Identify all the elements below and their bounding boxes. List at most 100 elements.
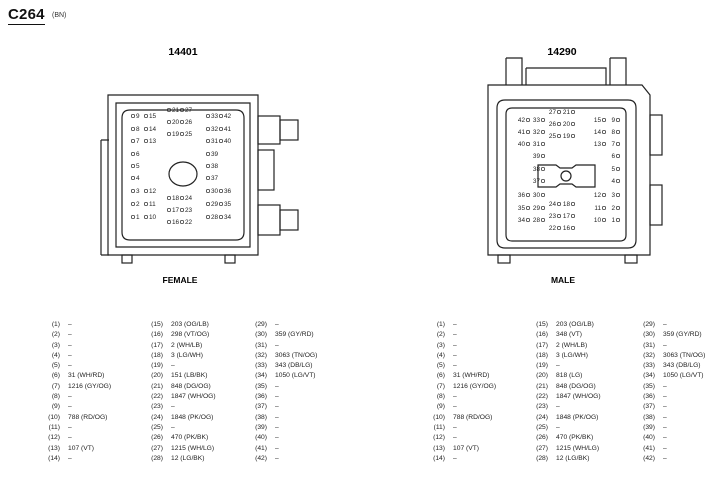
- pinout-circuit: –: [275, 403, 279, 411]
- pin-number: 37: [533, 178, 541, 185]
- pinout-circuit: 203 (OG/LB): [171, 321, 209, 328]
- pin-number: 6: [611, 153, 615, 160]
- pinout-cavity: (10): [433, 413, 445, 421]
- pinout-cavity: (10): [48, 413, 60, 421]
- pinout-cavity: (39): [255, 423, 267, 431]
- pinout-circuit: –: [663, 434, 667, 442]
- pinout-circuit: 343 (DB/LG): [663, 362, 701, 370]
- pin-contact: [205, 188, 211, 194]
- pinout-cavity: (13): [48, 444, 60, 452]
- pinout-row: (10)788 (RD/OG): [430, 413, 496, 423]
- pinout-cavity: (37): [643, 403, 655, 411]
- pinout-circuit: –: [663, 454, 667, 462]
- pinout-circuit: –: [663, 393, 667, 401]
- pinout-row: (33)343 (DB/LG): [640, 361, 705, 371]
- pinout-cavity: (42): [255, 454, 267, 462]
- pin-contact: [143, 214, 149, 220]
- pinout-row: (17)2 (WH/LB): [533, 341, 601, 351]
- pinout-circuit: 12 (LG/BK): [556, 454, 590, 462]
- pinout-row: (37)–: [252, 402, 317, 412]
- pinout-row: (37)–: [640, 402, 705, 412]
- pin-contact: [130, 138, 136, 144]
- pinout-cavity: (35): [643, 382, 655, 390]
- pinout-circuit: 151 (LB/BK): [171, 372, 208, 380]
- pinout-circuit: –: [453, 341, 457, 349]
- pinout-row: (12)–: [45, 433, 111, 443]
- pin-number: 33: [533, 117, 541, 124]
- pin-contact: [615, 153, 621, 159]
- pinout-row: (27)1215 (WH/LG): [148, 444, 216, 454]
- pin-number: 25: [185, 131, 193, 138]
- connector-color: (BN): [52, 12, 67, 19]
- pinout-circuit: –: [663, 341, 667, 349]
- pinout-row: (35)–: [640, 382, 705, 392]
- pinout-row: (42)–: [640, 454, 705, 464]
- pin-number: 10: [149, 214, 157, 221]
- pin-number: 19: [172, 131, 180, 138]
- pin-contact: [615, 217, 621, 223]
- pinout-row: (1)–: [45, 320, 111, 330]
- pin-number: 29: [211, 201, 219, 208]
- pin-contact: [205, 163, 211, 169]
- pin-number: 3: [611, 192, 615, 199]
- pin-contact: [556, 121, 562, 127]
- pin-number: 40: [518, 141, 526, 148]
- pin-number: 7: [136, 138, 140, 145]
- pinout-row: (11)–: [45, 423, 111, 433]
- pin-number: 32: [211, 126, 219, 133]
- pin-contact: [205, 175, 211, 181]
- right-pinout-column-3: (29)–(30)359 (GY/RD)(31)–(32)3063 (TN/OG…: [640, 320, 705, 464]
- pin-number: 4: [136, 175, 140, 182]
- pin-contact: [130, 113, 136, 119]
- pin-number: 22: [549, 225, 557, 232]
- pin-number: 9: [136, 113, 140, 120]
- pin-contact: [130, 214, 136, 220]
- pinout-cavity: (31): [643, 341, 655, 349]
- pinout-cavity: (19): [536, 362, 548, 370]
- pin-number: 28: [211, 214, 219, 221]
- pinout-cavity: (15): [151, 321, 163, 328]
- pinout-cavity: (8): [51, 393, 60, 401]
- pinout-circuit: –: [663, 403, 667, 411]
- pin-contact: [205, 151, 211, 157]
- pin-number: 39: [211, 151, 219, 158]
- pinout-row: (15)203 (OG/LB): [533, 320, 601, 330]
- pin-number: 36: [518, 192, 526, 199]
- pin-contact: [540, 141, 546, 147]
- pinout-cavity: (27): [151, 444, 163, 452]
- pin-contact: [179, 219, 185, 225]
- pinout-row: (39)–: [252, 423, 317, 433]
- pinout-cavity: (38): [255, 413, 267, 421]
- pinout-row: (20)818 (LG): [533, 371, 601, 381]
- pinout-cavity: (9): [51, 403, 60, 411]
- pinout-circuit: 1216 (GY/OG): [453, 382, 497, 390]
- pinout-circuit: –: [556, 403, 560, 411]
- pin-number: 35: [518, 205, 526, 212]
- pin-number: 25: [549, 133, 557, 140]
- pin-contact: [218, 188, 224, 194]
- pinout-row: (2)–: [430, 330, 496, 340]
- pinout-circuit: –: [663, 444, 667, 452]
- pinout-cavity: (18): [151, 351, 163, 359]
- pinout-circuit: 107 (VT): [68, 444, 95, 452]
- pinout-row: (16)298 (VT/OG): [148, 330, 216, 340]
- pinout-circuit: 3063 (TN/OG): [275, 351, 318, 359]
- pinout-cavity: (20): [536, 372, 548, 380]
- pinout-cavity: (30): [643, 331, 655, 339]
- pin-contact: [130, 188, 136, 194]
- pinout-row: (33)343 (DB/LG): [252, 361, 317, 371]
- left-connector-part: 14401: [168, 46, 197, 58]
- pinout-circuit: 788 (RD/OG): [68, 413, 108, 421]
- pinout-row: (11)–: [430, 423, 496, 433]
- pin-contact: [525, 192, 531, 198]
- pinout-row: (19)–: [533, 361, 601, 371]
- pinout-cavity: (22): [536, 393, 548, 401]
- pinout-circuit: 343 (DB/LG): [275, 362, 313, 370]
- pin-number: 7: [611, 141, 615, 148]
- pinout-row: (16)348 (VT): [533, 330, 601, 340]
- pin-number: 9: [611, 117, 615, 124]
- pin-number: 8: [136, 126, 140, 133]
- pin-contact: [205, 214, 211, 220]
- pin-contact: [218, 126, 224, 132]
